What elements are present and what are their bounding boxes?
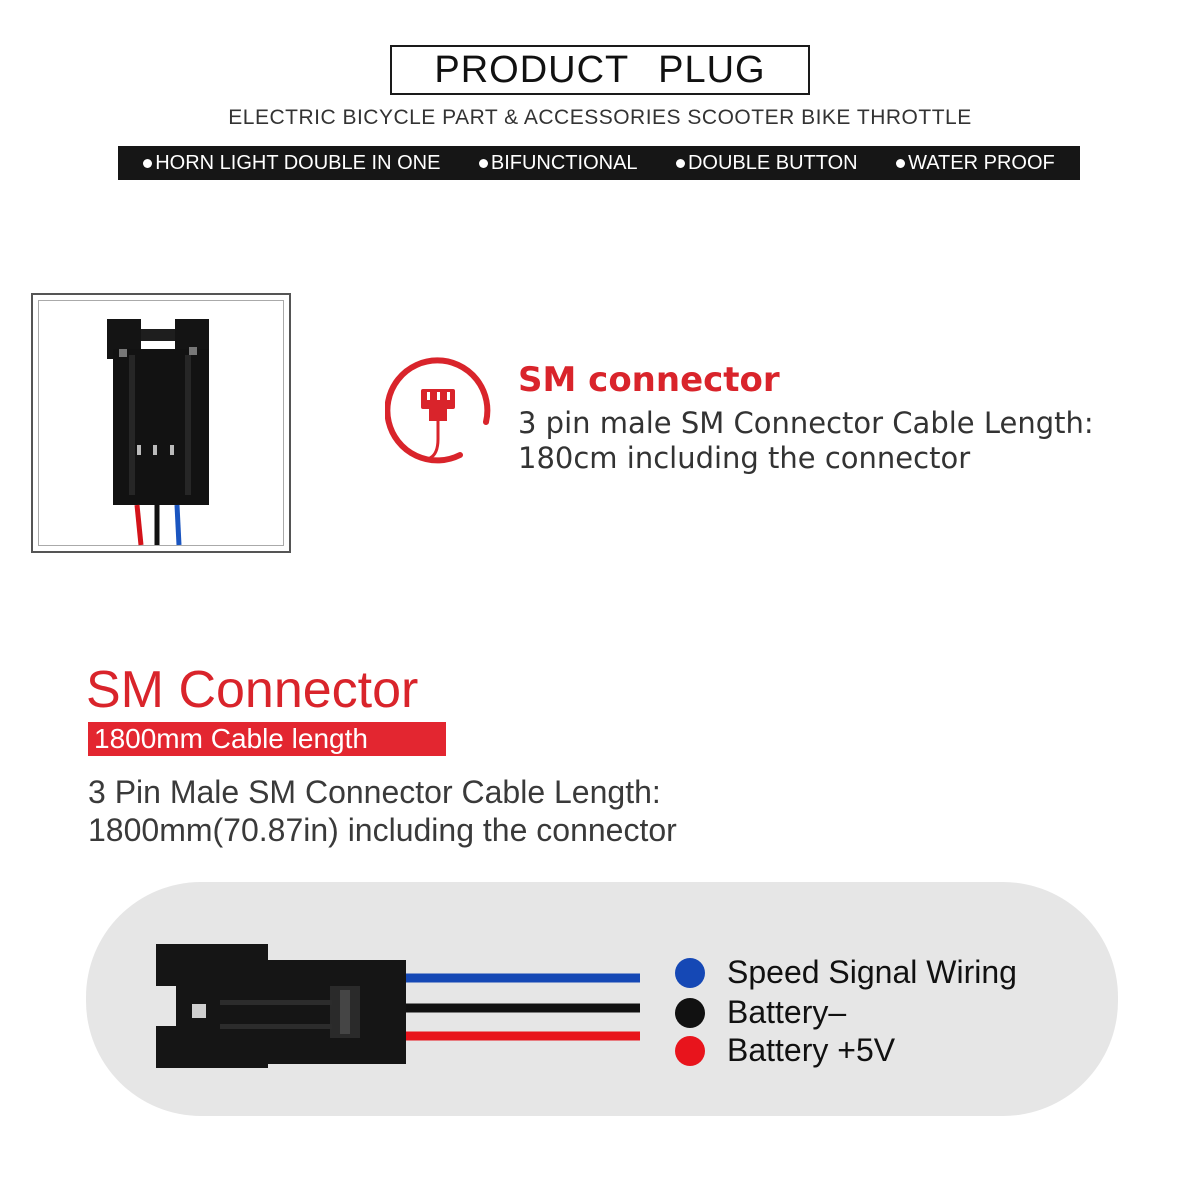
feature-label: WATER PROOF: [908, 151, 1055, 174]
spec-description: 3 Pin Male SM Connector Cable Length: 18…: [88, 773, 677, 849]
connector-wiring-diagram: [156, 944, 640, 1068]
spec-title: SM Connector: [86, 661, 419, 719]
legend-row-speed: Speed Signal Wiring: [675, 954, 1017, 991]
feature-label: DOUBLE BUTTON: [687, 151, 858, 174]
bullet-icon: [896, 158, 906, 168]
subtitle: ELECTRIC BICYCLE PART & ACCESSORIES SCOO…: [228, 106, 972, 129]
connector-description-line: 180cm including the connector: [518, 441, 971, 475]
connector-housing-body: [176, 960, 406, 1064]
red-dot-icon: [675, 1035, 705, 1066]
connector-description-line: 3 pin male SM Connector Cable Length:: [518, 406, 1094, 440]
legend-label: Speed Signal Wiring: [727, 954, 1017, 990]
bullet-icon: [675, 158, 685, 168]
spec-description-line: 3 Pin Male SM Connector Cable Length:: [88, 774, 661, 810]
feature-label: HORN LIGHT DOUBLE IN ONE: [155, 151, 441, 174]
connector-photo: [31, 293, 291, 553]
photo-inner-border: [38, 300, 284, 546]
pin-icon: [192, 1004, 206, 1018]
legend-row-battery-positive: Battery +5V: [675, 1032, 895, 1069]
feature-label: BIFUNCTIONAL: [490, 151, 638, 174]
connector-heading: SM connector: [518, 360, 780, 400]
blue-dot-icon: [675, 957, 705, 988]
feature-item: WATER PROOF: [896, 152, 1055, 175]
cable-length-badge: 1800mm Cable length: [88, 722, 446, 756]
spec-description-line: 1800mm(70.87in) including the connector: [88, 812, 677, 848]
connector-description: 3 pin male SM Connector Cable Length: 18…: [518, 406, 1094, 476]
black-dot-icon: [675, 997, 705, 1028]
bullet-icon: [143, 158, 153, 168]
feature-item: DOUBLE BUTTON: [675, 151, 858, 175]
feature-bar: HORN LIGHT DOUBLE IN ONE BIFUNCTIONAL DO…: [118, 146, 1080, 180]
legend-label: Battery +5V: [727, 1032, 896, 1068]
bullet-icon: [478, 158, 488, 168]
feature-item: HORN LIGHT DOUBLE IN ONE: [143, 152, 440, 175]
plug-icon: [385, 357, 491, 464]
feature-item: BIFUNCTIONAL: [478, 151, 638, 175]
sm-connector-photo-icon: [107, 319, 209, 546]
legend-row-battery-negative: Battery–: [675, 994, 846, 1031]
legend-label: Battery–: [727, 994, 847, 1030]
title-box: PRODUCT PLUG: [390, 45, 810, 95]
page-title: PRODUCT PLUG: [434, 48, 766, 91]
